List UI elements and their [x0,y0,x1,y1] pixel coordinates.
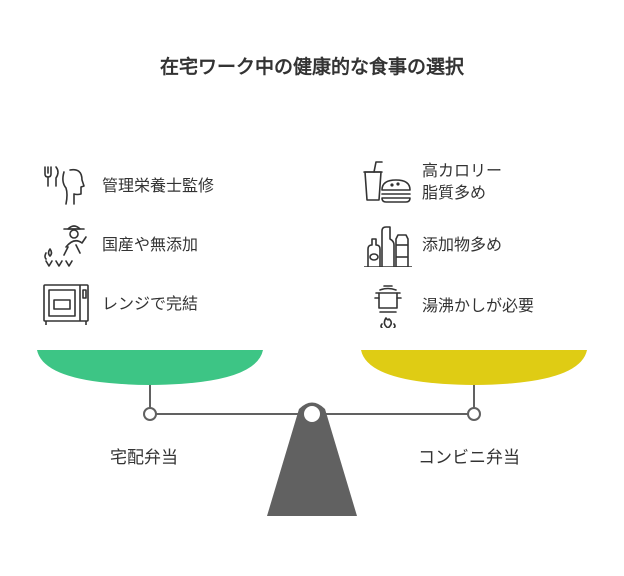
left-item-3-label: レンジで完結 [102,294,199,313]
left-item-2: 国産や無添加 [42,223,198,267]
additive-bottles-icon [364,226,412,267]
right-item-2-label: 添加物多め [422,235,503,254]
right-item-1: 高カロリー 脂質多め [362,160,502,204]
left-joint [143,407,157,421]
page-title: 在宅ワーク中の健康的な食事の選択 [159,56,464,78]
left-item-2-label: 国産や無添加 [102,235,199,254]
right-joint [467,407,481,421]
left-item-1-label: 管理栄養士監修 [102,176,215,195]
right-item-3: 湯沸かしが必要 [362,284,534,328]
farmer-icon [44,225,87,267]
left-option-label: 宅配弁当 [110,448,178,468]
left-pan [37,350,263,385]
left-item-3: レンジで完結 [42,282,198,326]
right-item-2: 添加物多め [362,223,502,267]
microwave-icon [43,284,89,325]
right-item-1-label: 高カロリー 脂質多め [422,161,503,202]
boiling-pot-icon [374,285,402,328]
nutritionist-icon [44,166,85,205]
fulcrum-pivot [304,406,320,422]
fulcrum [267,402,357,516]
right-pan [361,350,587,385]
right-option-label: コンビニ弁当 [418,448,520,468]
left-item-1: 管理栄養士監修 [42,164,214,208]
right-item-3-label: 湯沸かしが必要 [422,296,535,315]
fast-food-icon [363,161,411,203]
